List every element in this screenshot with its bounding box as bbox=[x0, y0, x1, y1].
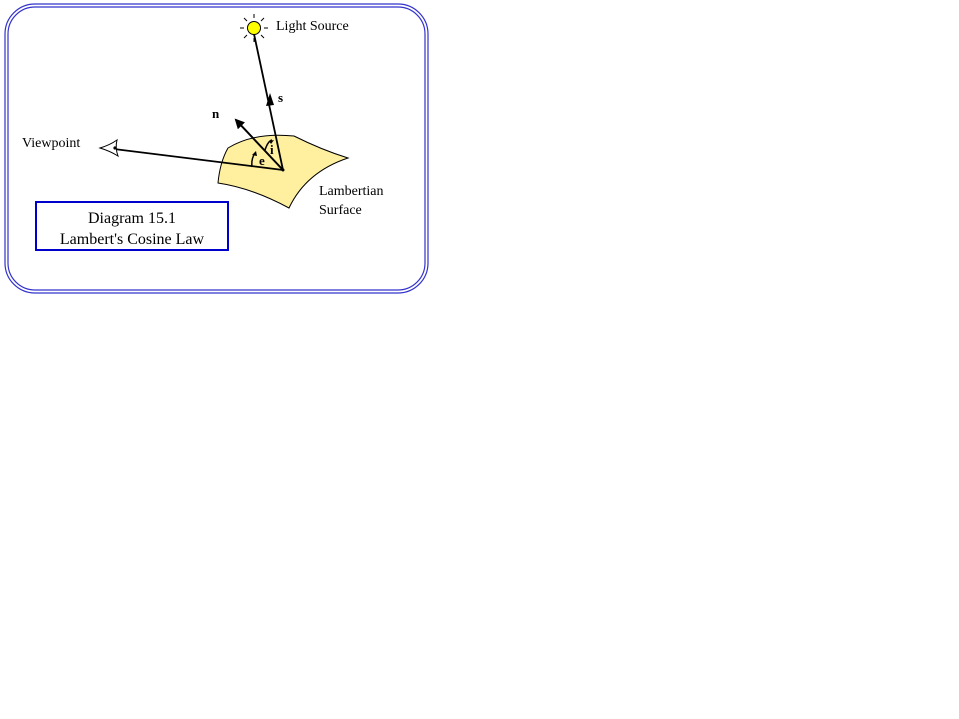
angle-i-label: i bbox=[270, 142, 274, 157]
angle-e-arrow bbox=[252, 151, 257, 156]
caption-box: Diagram 15.1 Lambert's Cosine Law bbox=[35, 201, 229, 251]
light-source-label: Light Source bbox=[276, 19, 349, 34]
angle-i-arc bbox=[264, 139, 273, 151]
normal-vector bbox=[234, 118, 284, 171]
diagram-frame bbox=[4, 3, 429, 294]
view-ray-line bbox=[113, 148, 284, 171]
lambert-cosine-law-diagram: Light Source Viewpoint Lambertian Surfac… bbox=[4, 3, 429, 294]
viewpoint-label: Viewpoint bbox=[22, 136, 80, 151]
vector-s-label: s bbox=[278, 90, 283, 105]
eye-icon bbox=[98, 138, 119, 158]
light-vector-arrowhead bbox=[266, 93, 274, 106]
angle-i-arrow bbox=[269, 140, 274, 144]
surface-label-line1: Lambertian bbox=[319, 184, 384, 199]
angle-e-label: e bbox=[259, 153, 265, 168]
caption-line-2: Lambert's Cosine Law bbox=[60, 231, 205, 248]
sun-icon bbox=[240, 14, 268, 42]
lambertian-surface bbox=[217, 134, 350, 209]
surface-label-line2: Surface bbox=[319, 203, 362, 218]
vector-n-label: n bbox=[212, 106, 220, 121]
caption-line-1: Diagram 15.1 bbox=[88, 210, 176, 227]
